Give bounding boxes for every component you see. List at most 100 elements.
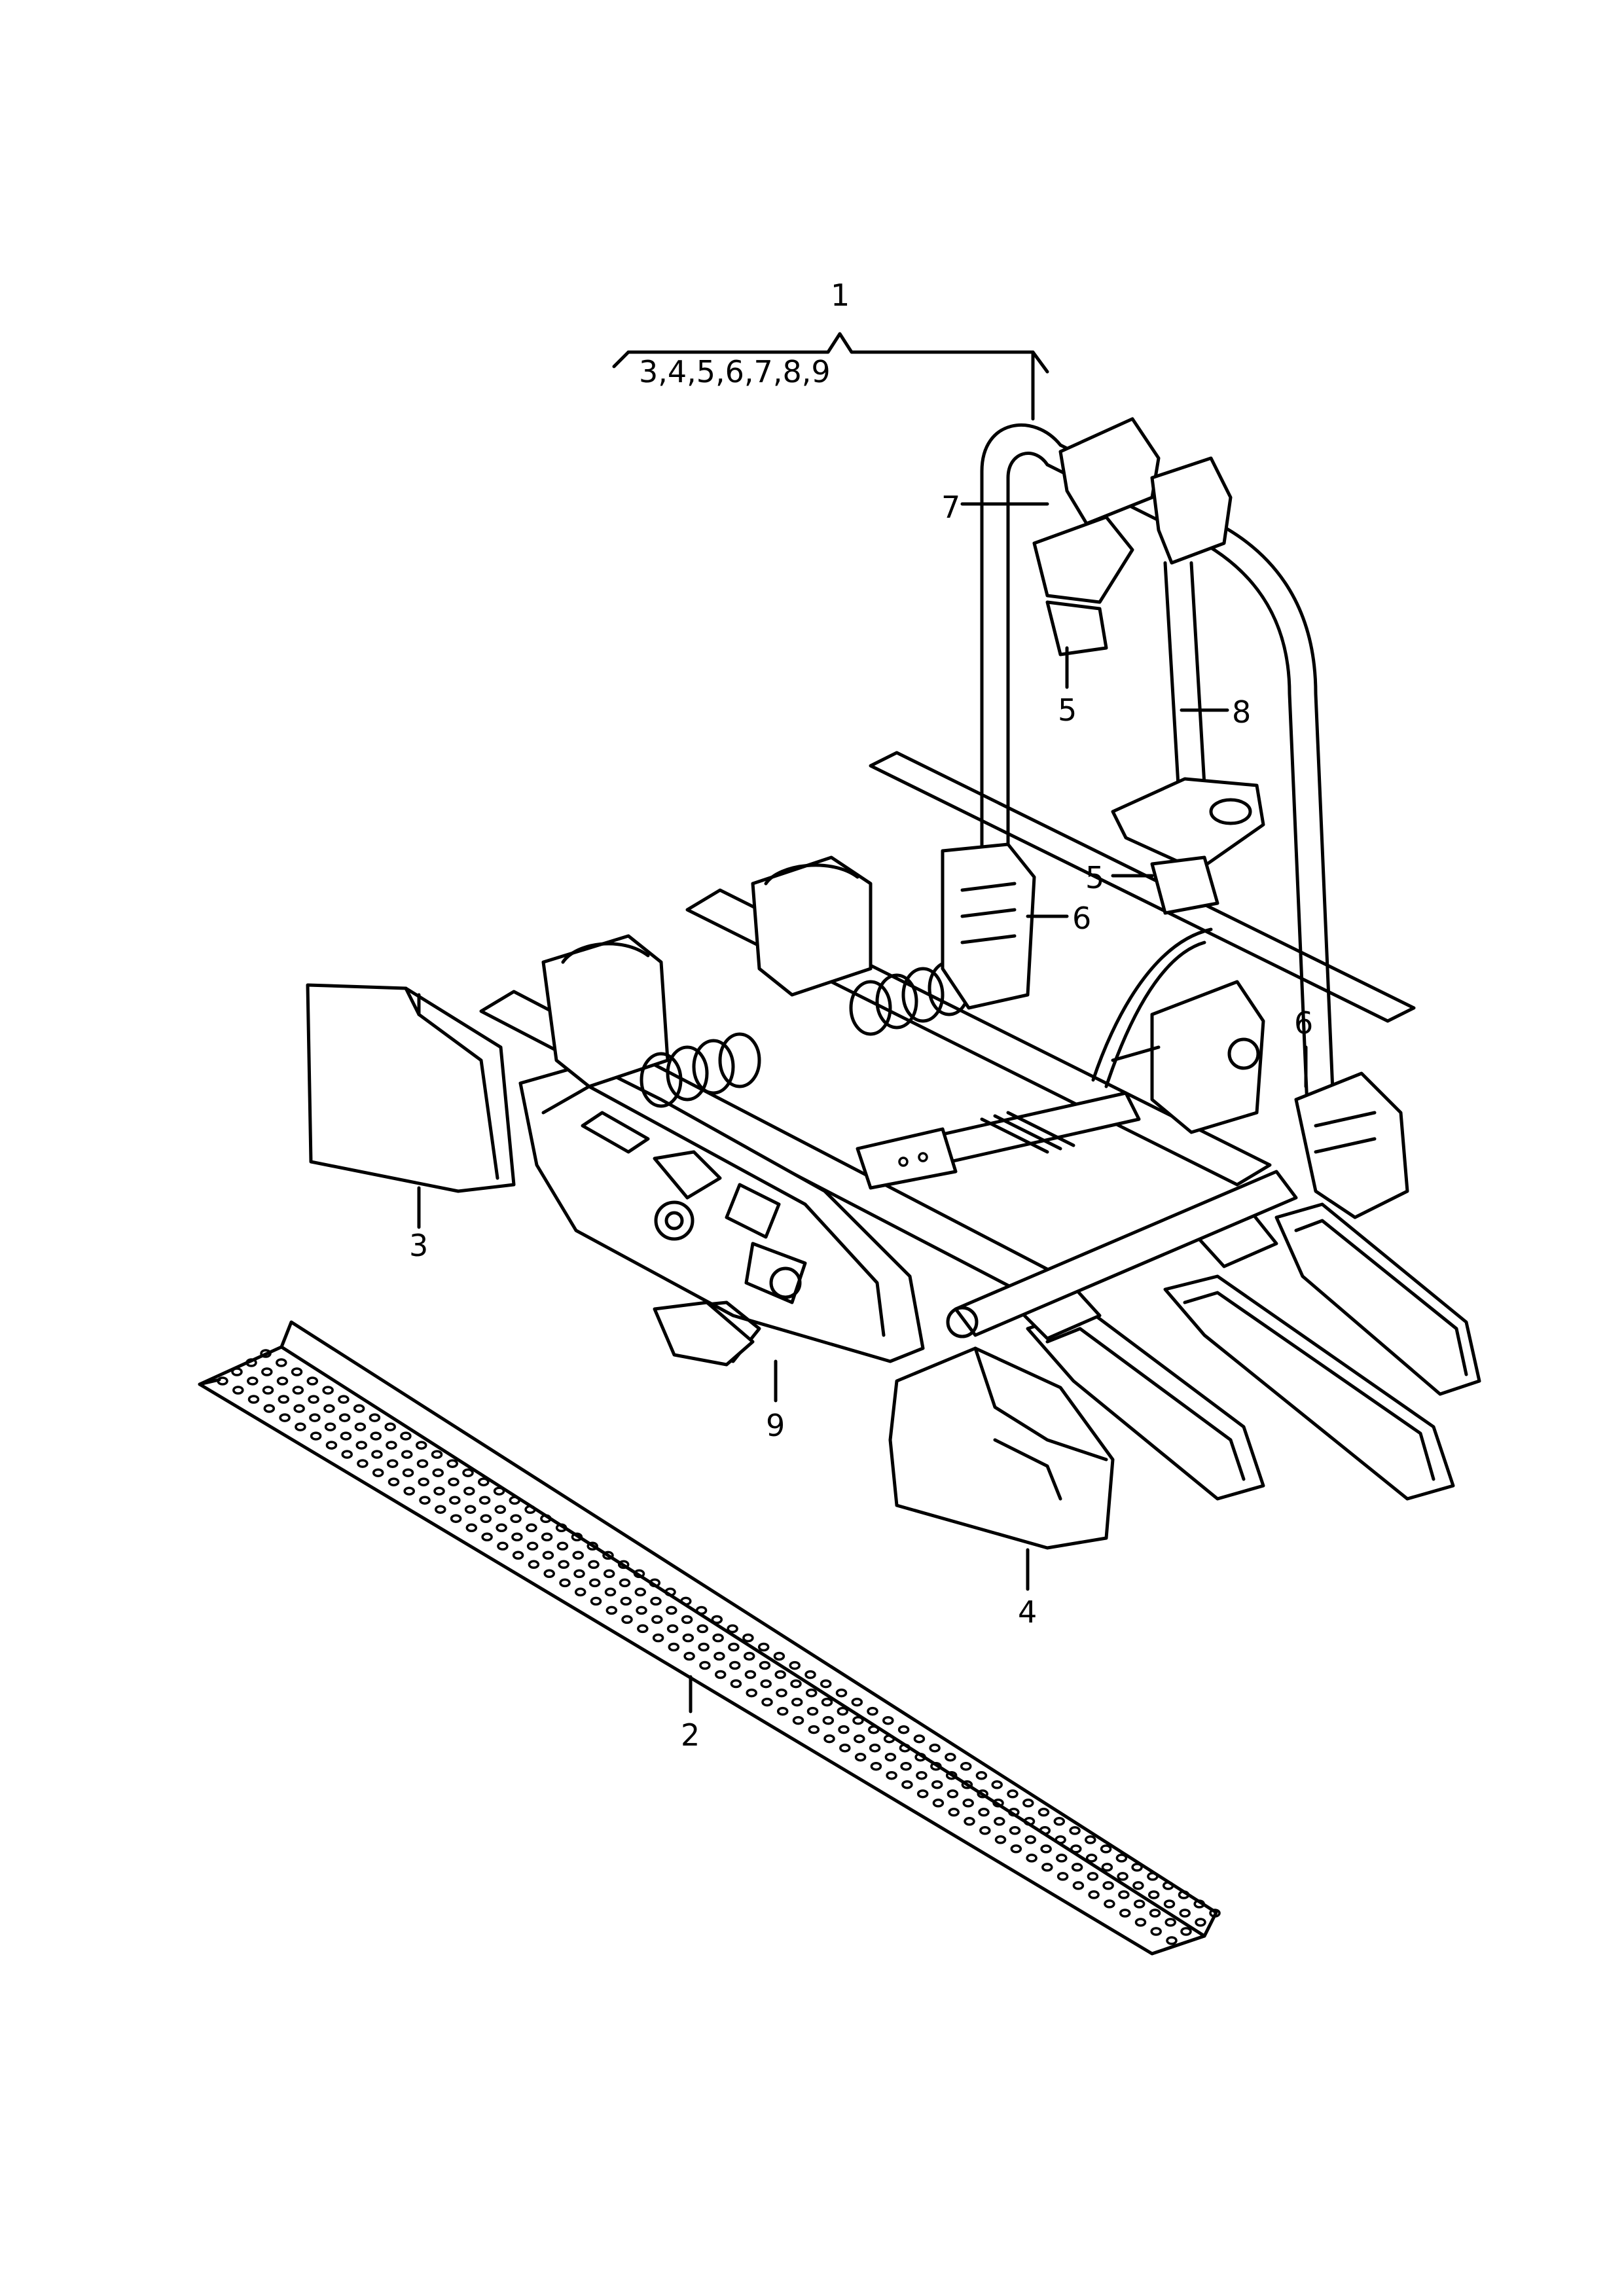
ramp-hole — [929, 1743, 941, 1753]
ramp-hole — [496, 1523, 507, 1533]
ramp-hole — [695, 1605, 708, 1615]
ramp-hole — [900, 1761, 912, 1771]
ramp-hole — [1150, 1927, 1162, 1936]
ramp-hole — [384, 1422, 396, 1431]
ramp-hole — [820, 1679, 832, 1689]
ramp-hole — [617, 1560, 630, 1570]
ramp-hole — [620, 1596, 632, 1606]
ramp-hole — [712, 1633, 724, 1643]
ramp-hole — [295, 1422, 306, 1431]
ramp-hole — [636, 1605, 647, 1615]
ramp-hole — [247, 1395, 260, 1404]
ramp-hole — [916, 1789, 929, 1799]
ramp-hole — [573, 1569, 585, 1579]
ramp-hole — [680, 1596, 692, 1606]
ramp-hole — [761, 1697, 773, 1707]
callout-1-label: 1 — [831, 278, 850, 313]
ramp-hole — [462, 1468, 474, 1477]
ramp-hole — [1085, 1835, 1096, 1844]
ramp-hole — [338, 1395, 350, 1404]
ramp-hole — [1119, 1909, 1131, 1918]
ramp-hole — [309, 1413, 321, 1422]
ramp-hole — [1072, 1881, 1085, 1890]
carrier-base — [306, 751, 1481, 1591]
ramp-hole — [962, 1799, 974, 1808]
ramp-hole — [1149, 1909, 1161, 1918]
ramp-hole — [1132, 1881, 1144, 1890]
ramp-hole — [868, 1725, 880, 1734]
ramp-hole — [621, 1615, 633, 1624]
ramp-hole — [854, 1734, 865, 1744]
ramp-hole — [932, 1799, 945, 1808]
ramp-hole — [449, 1496, 461, 1505]
ramp-hole — [852, 1715, 864, 1725]
ramp-hole — [668, 1642, 680, 1652]
ramp-hole — [776, 1688, 787, 1698]
ramp-hole — [901, 1780, 913, 1789]
ramp-hole — [808, 1725, 820, 1734]
ramp-hole — [994, 1835, 1007, 1844]
ramp-hole — [403, 1486, 415, 1496]
callout-4-label: 4 — [1018, 1594, 1038, 1630]
ramp-hole — [729, 1660, 741, 1670]
ramp-hole — [1056, 1872, 1069, 1881]
ramp-hole — [574, 1587, 586, 1597]
ramp-hole — [964, 1817, 975, 1826]
ramp-hole — [1133, 1899, 1146, 1909]
ramp-hole — [260, 1349, 272, 1358]
ramp-hole — [231, 1367, 243, 1376]
ramp-hole — [804, 1670, 816, 1679]
ramp-hole — [559, 1578, 571, 1588]
ramp-hole — [1007, 1789, 1019, 1799]
ramp-hole — [509, 1496, 521, 1505]
ramp-hole — [1195, 1918, 1206, 1927]
ramp-hole — [1117, 1872, 1128, 1881]
ramp-hole — [324, 1422, 336, 1431]
ramp-hole — [805, 1688, 818, 1698]
ramp-hole — [217, 1376, 228, 1386]
ramp-hole — [698, 1642, 710, 1652]
ramp-hole — [649, 1578, 661, 1588]
ramp-hole — [1164, 1918, 1176, 1927]
ramp-hole — [651, 1615, 663, 1624]
ramp-hole — [1069, 1826, 1081, 1835]
ramp-hole — [714, 1670, 727, 1679]
ramp-hole — [292, 1386, 304, 1395]
ramp-hole — [590, 1596, 602, 1606]
ramp-hole — [371, 1450, 383, 1459]
ramp-hole — [512, 1551, 524, 1560]
ramp-hole — [402, 1468, 414, 1477]
ramp-hole — [494, 1505, 507, 1515]
ramp-hole — [354, 1422, 367, 1431]
ramp-hole — [340, 1431, 352, 1441]
ramp-hole — [760, 1679, 772, 1689]
ramp-hole — [899, 1743, 911, 1753]
ramp-hole — [1088, 1890, 1100, 1899]
ramp-hole — [961, 1780, 973, 1789]
ramp-hole — [353, 1404, 365, 1413]
ramp-hole — [263, 1404, 276, 1413]
ramp-hole — [975, 1771, 988, 1780]
ramp-hole — [867, 1706, 878, 1716]
ramp-hole — [1040, 1844, 1052, 1854]
ramp-hole — [886, 1770, 897, 1780]
ramp-hole — [837, 1706, 849, 1716]
ramp-hole — [1041, 1863, 1053, 1872]
ramp-hole — [540, 1514, 552, 1524]
ramp-hole — [524, 1505, 536, 1515]
ramp-hole — [431, 1450, 443, 1459]
ramp-hole — [232, 1386, 244, 1395]
ramp-hole — [279, 1413, 291, 1422]
ramp-hole — [308, 1395, 319, 1404]
ramp-hole — [1070, 1844, 1082, 1854]
ramp-hole — [897, 1725, 910, 1734]
ramp-hole — [713, 1651, 725, 1661]
ramp-hole — [1131, 1863, 1143, 1872]
ramp-hole — [1024, 1835, 1037, 1844]
ramp-hole — [791, 1697, 803, 1707]
ramp-hole — [369, 1413, 381, 1422]
ramp-hole — [1071, 1863, 1083, 1872]
ramp-hole — [838, 1725, 850, 1734]
ramp-hole — [945, 1752, 956, 1762]
ramp-hole — [605, 1605, 618, 1615]
